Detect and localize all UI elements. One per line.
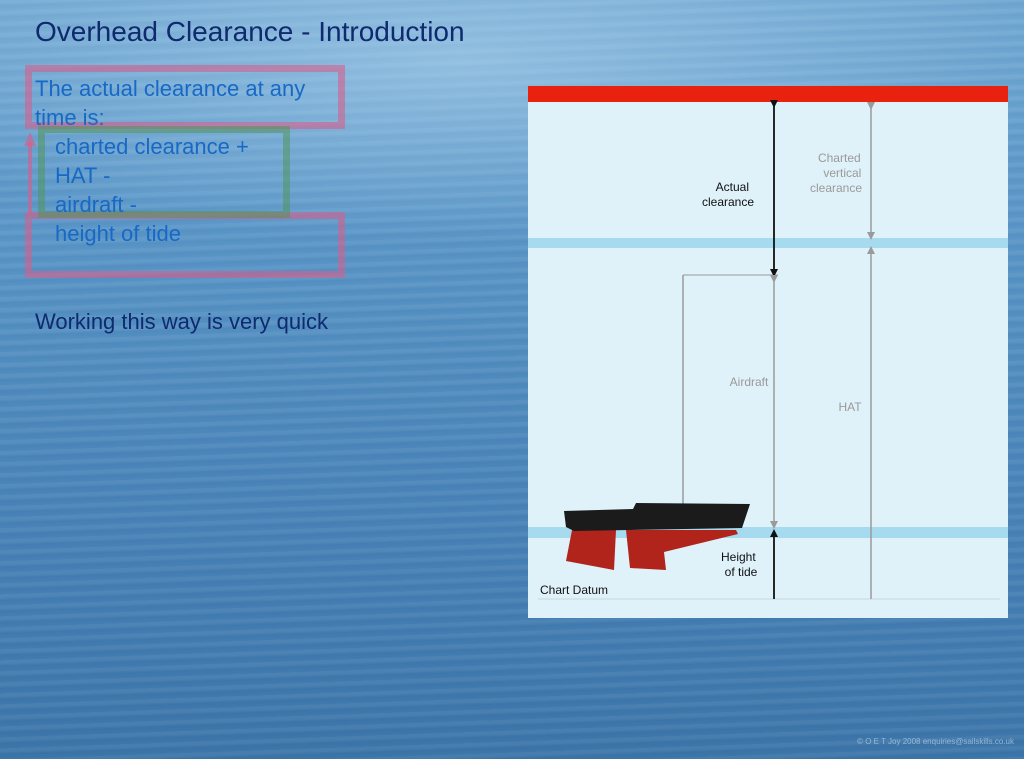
label-hat: HAT: [838, 400, 862, 414]
label-charted-vertical-clearance: Charted vertical clearance: [810, 151, 865, 195]
intro-text: The actual clearance at any time is:: [35, 76, 306, 130]
term-hat: HAT -: [55, 163, 111, 188]
boat-keel: [566, 530, 738, 570]
water-surface-line: [528, 527, 1008, 538]
summary-note: Working this way is very quick: [35, 309, 329, 334]
term-charted-clearance: charted clearance +: [55, 134, 249, 159]
bridge-underside: [528, 86, 1008, 102]
term-height-of-tide: height of tide: [55, 221, 181, 246]
up-arrow-icon: [24, 132, 36, 214]
clearance-diagram: Actual clearance Charted vertical cleara…: [528, 86, 1008, 618]
label-airdraft: Airdraft: [730, 375, 769, 389]
label-chart-datum: Chart Datum: [540, 583, 608, 597]
slide-title: Overhead Clearance - Introduction: [35, 16, 465, 47]
terms-list: charted clearance + HAT - airdraft - hei…: [55, 132, 249, 248]
copyright-footer: © O E T Joy 2008 enquiries@sailskills.co…: [857, 737, 1014, 746]
label-actual-clearance: Actual clearance: [702, 180, 754, 209]
boat-hull: [564, 503, 750, 531]
label-height-of-tide: Height of tide: [721, 550, 759, 579]
term-airdraft: airdraft -: [55, 192, 137, 217]
hat-level-line: [528, 238, 1008, 248]
